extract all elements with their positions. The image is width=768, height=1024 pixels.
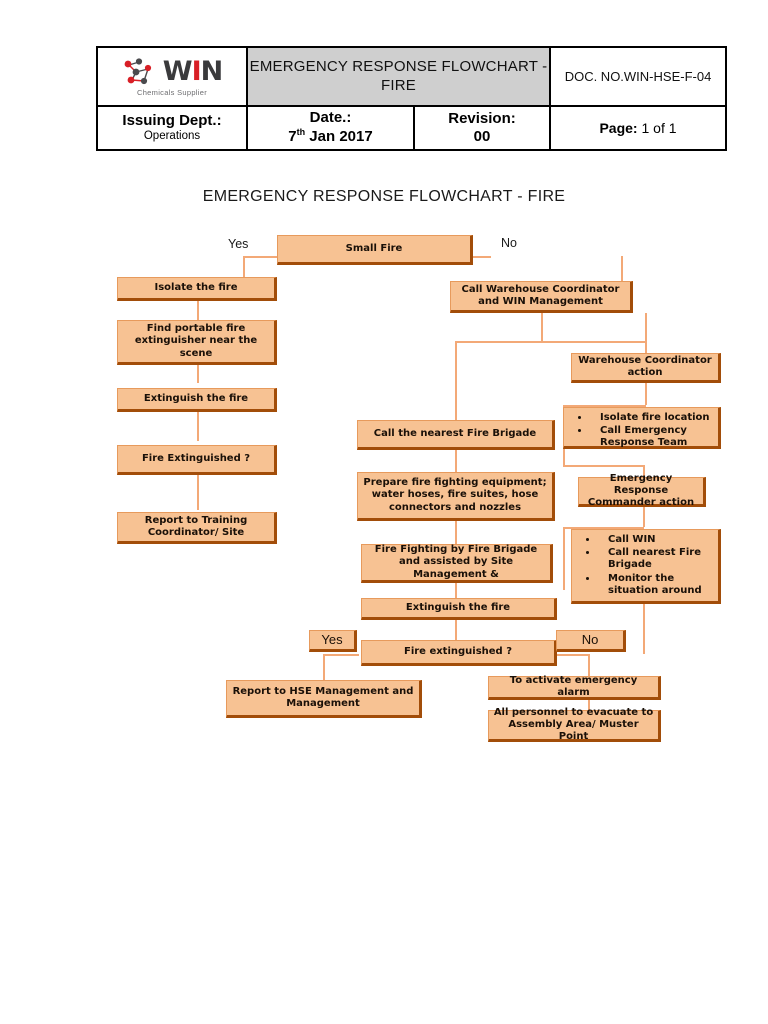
connector-find-to-extinguish	[197, 365, 199, 383]
list-item: Monitor the situation around	[598, 573, 712, 597]
header-row-top: WIN Chemicals Supplier EMERGENCY RESPONS…	[98, 48, 725, 105]
node-call-nearest-fire-brigade[interactable]: Call the nearest Fire Brigade	[357, 420, 555, 450]
node-isolate-the-fire[interactable]: Isolate the fire	[117, 277, 277, 301]
page-indicator: Page: 1 of 1	[599, 120, 676, 136]
list-item: Call nearest Fire Brigade	[598, 547, 712, 571]
logo-letter-w: W	[162, 56, 193, 87]
flowchart-title: EMERGENCY RESPONSE FLOWCHART - FIRE	[202, 188, 566, 205]
document-title-cell: EMERGENCY RESPONSE FLOWCHART - FIRE	[248, 48, 551, 105]
connector-commander-to-bullets	[643, 507, 645, 527]
connector-wc-to-bullets	[645, 383, 647, 405]
document-number: DOC. NO.WIN-HSE-F-04	[564, 69, 712, 84]
label-yes-top: Yes	[228, 237, 249, 251]
date-day: 7	[288, 128, 297, 146]
connector-brigade-to-prepare	[455, 450, 457, 472]
connector-fight-to-extinguish	[455, 583, 457, 598]
connector-yes-bottom-left	[323, 654, 359, 656]
connector-warehouse-down	[541, 313, 543, 341]
list-item: Call Emergency Response Team	[590, 425, 712, 449]
logo-letter-i: I	[191, 56, 202, 87]
node-small-fire[interactable]: Small Fire	[277, 235, 473, 265]
node-all-personnel-evacuate[interactable]: All personnel to evacuate to Assembly Ar…	[488, 707, 661, 742]
node-commander-actions[interactable]: Call WIN Call nearest Fire Brigade Monit…	[571, 529, 721, 604]
label-yes-bottom: Yes	[309, 630, 357, 652]
connector-no-bottom-down	[588, 654, 590, 680]
win-logo: WIN Chemicals Supplier	[122, 56, 224, 97]
connector-no-bottom-right	[556, 654, 589, 656]
page-cell: Page: 1 of 1	[551, 107, 725, 149]
connector-to-commander-v	[643, 465, 645, 477]
logo-tagline: Chemicals Supplier	[136, 87, 207, 97]
node-emergency-response-commander-action[interactable]: Emergency Response Commander action	[578, 473, 706, 508]
node-report-to-training-coordinator[interactable]: Report to Training Coordinator/ Site	[117, 512, 277, 544]
connector-right-long-down	[643, 604, 645, 654]
date-ordinal-suffix: th	[296, 127, 306, 138]
warehouse-actions-list: Isolate fire location Call Emergency Res…	[574, 412, 712, 450]
label-no-bottom: No	[556, 630, 626, 652]
connector-no-down	[621, 256, 623, 282]
connector-to-commander-h	[563, 465, 643, 467]
molecule-icon	[124, 57, 151, 84]
node-extinguish-the-fire-mid[interactable]: Extinguish the fire	[361, 598, 557, 620]
connector-extinguish-to-question	[197, 411, 199, 441]
commander-actions-list: Call WIN Call nearest Fire Brigade Monit…	[582, 534, 712, 597]
node-fire-extinguished-left[interactable]: Fire Extinguished ?	[117, 445, 277, 475]
node-activate-emergency-alarm[interactable]: To activate emergency alarm	[488, 675, 661, 700]
connector-to-brigade	[455, 341, 457, 421]
connector-prepare-to-fight	[455, 521, 457, 544]
connector-commander-bullets-left	[563, 527, 644, 529]
connector-yes-down	[243, 256, 245, 278]
date-cell: Date.: 7th Jan 2017	[248, 107, 415, 149]
revision-label: Revision:	[448, 109, 516, 127]
connector-warehouse-right	[541, 341, 645, 343]
node-fire-fighting-by-brigade[interactable]: Fire Fighting by Fire Brigade and assist…	[361, 544, 553, 583]
revision-value: 00	[473, 127, 491, 145]
date-label: Date.:	[309, 109, 352, 127]
revision-cell: Revision: 00	[415, 107, 551, 149]
node-report-to-hse-management[interactable]: Report to HSE Management and Management	[226, 680, 422, 718]
date-value: 7th Jan 2017	[288, 127, 372, 145]
connector-wc-bullets-left	[563, 405, 646, 407]
issuing-dept-cell: Issuing Dept.: Operations	[98, 107, 248, 149]
list-item: Call WIN	[598, 534, 712, 546]
connector-commander-rail	[563, 527, 565, 590]
document-header-table: WIN Chemicals Supplier EMERGENCY RESPONS…	[96, 46, 727, 151]
date-month-year: Jan 2017	[305, 128, 373, 146]
node-call-warehouse-coordinator[interactable]: Call Warehouse Coordinator and WIN Manag…	[450, 281, 633, 313]
node-fire-extinguished-mid[interactable]: Fire extinguished ?	[361, 640, 557, 666]
logo-letter-n: N	[200, 56, 224, 87]
issuing-dept-label: Issuing Dept.:	[122, 111, 222, 129]
connector-extinguish-to-question2	[455, 620, 457, 640]
list-item: Isolate fire location	[590, 412, 712, 424]
page-label: Page:	[599, 120, 638, 136]
document-title: EMERGENCY RESPONSE FLOWCHART - FIRE	[249, 58, 548, 94]
node-warehouse-coordinator-actions[interactable]: Isolate fire location Call Emergency Res…	[563, 407, 721, 449]
connector-to-wc-action	[645, 313, 647, 353]
document-number-cell: DOC. NO.WIN-HSE-F-04	[551, 48, 725, 105]
node-extinguish-the-fire-left[interactable]: Extinguish the fire	[117, 388, 277, 412]
logo-wordmark: WIN	[162, 56, 224, 87]
label-no-top: No	[501, 236, 517, 250]
node-prepare-fire-fighting-equipment[interactable]: Prepare fire fighting equipment; water h…	[357, 472, 555, 521]
page-value: 1 of 1	[641, 120, 677, 136]
connector-question-to-report	[197, 475, 199, 510]
company-logo-cell: WIN Chemicals Supplier	[98, 48, 248, 105]
connector-alarm-to-evacuate	[588, 700, 590, 712]
connector-warehouse-left	[455, 341, 542, 343]
issuing-dept-value: Operations	[143, 129, 201, 142]
connector-isolate-to-find	[197, 301, 199, 321]
node-find-portable-extinguisher[interactable]: Find portable fire extinguisher near the…	[117, 320, 277, 365]
header-row-bottom: Issuing Dept.: Operations Date.: 7th Jan…	[98, 105, 725, 149]
node-warehouse-coordinator-action[interactable]: Warehouse Coordinator action	[571, 353, 721, 383]
connector-yes-bottom-down	[323, 654, 325, 680]
